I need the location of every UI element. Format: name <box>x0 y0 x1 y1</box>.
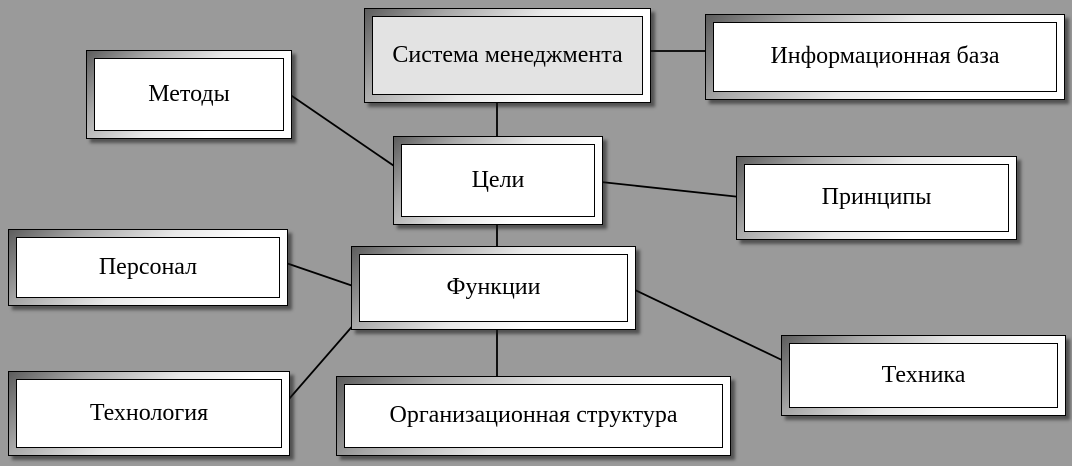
node-methods: Методы <box>86 50 292 139</box>
node-methods-box: Методы <box>94 58 284 131</box>
node-technics: Техника <box>781 335 1066 416</box>
node-org-structure-box: Организационная структура <box>344 384 723 448</box>
node-label: Методы <box>148 80 230 107</box>
node-org-structure: Организационная структура <box>336 376 731 456</box>
edge-functions-technics <box>632 288 787 363</box>
node-label: Информационная база <box>770 43 1000 70</box>
node-goals: Цели <box>393 136 603 225</box>
node-principles: Принципы <box>736 156 1017 240</box>
node-functions-box: Функции <box>359 254 628 322</box>
node-technology: Технология <box>8 371 290 456</box>
edge-personnel-functions <box>285 262 357 288</box>
node-principles-box: Принципы <box>744 164 1009 232</box>
node-label: Цели <box>471 166 525 193</box>
node-information-base-box: Информационная база <box>713 22 1057 92</box>
node-label: Принципы <box>821 184 932 211</box>
node-goals-box: Цели <box>401 144 595 217</box>
edge-goals-principles <box>600 181 741 198</box>
node-label: Персонал <box>98 253 198 280</box>
node-system-management-box: Система менеджмента <box>372 16 643 95</box>
edge-technology-functions <box>288 321 357 400</box>
node-label: Технология <box>89 399 209 426</box>
node-information-base: Информационная база <box>705 14 1065 100</box>
node-functions: Функции <box>351 246 636 330</box>
node-personnel: Персонал <box>8 229 288 306</box>
node-technology-box: Технология <box>16 379 282 448</box>
node-label: Система менеджмента <box>392 41 623 68</box>
node-system-management: Система менеджмента <box>364 8 651 103</box>
node-technics-box: Техника <box>789 343 1058 408</box>
edge-methods-goals <box>288 93 401 171</box>
node-label: Организационная структура <box>389 402 678 429</box>
node-label: Функции <box>446 274 541 301</box>
node-personnel-box: Персонал <box>16 237 280 298</box>
node-label: Техника <box>881 361 966 388</box>
